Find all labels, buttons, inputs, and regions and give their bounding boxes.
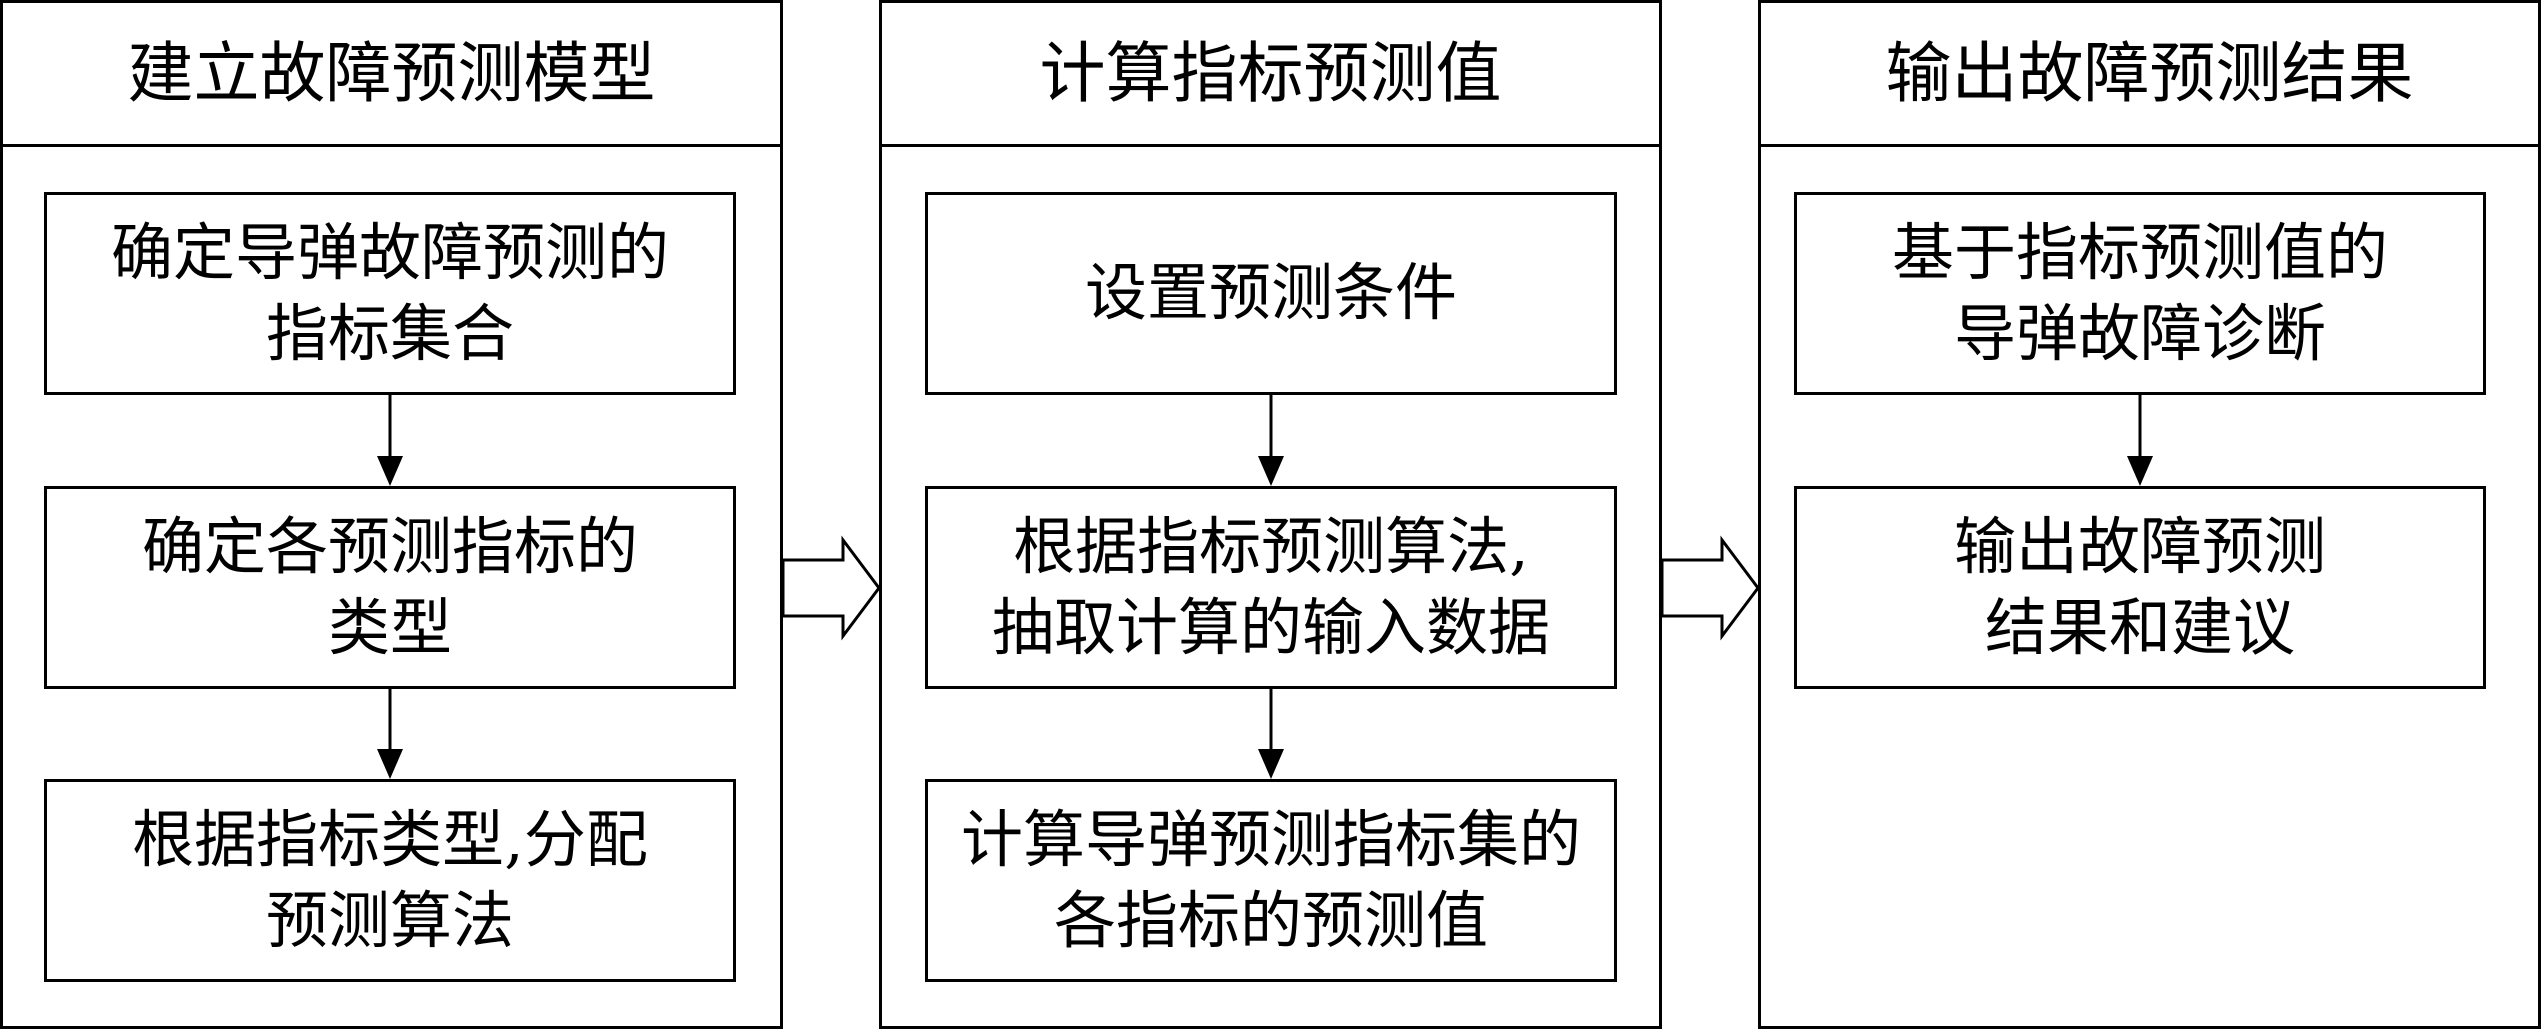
step-box: 计算导弹预测指标集的 各指标的预测值 [925, 779, 1617, 982]
step-text-line: 各指标的预测值 [1053, 883, 1488, 957]
step-box: 输出故障预测 结果和建议 [1794, 486, 2486, 689]
step-text-line: 确定导弹故障预测的 [110, 215, 669, 289]
step-box: 根据指标预测算法, 抽取计算的输入数据 [925, 486, 1617, 689]
step-text-line: 确定各预测指标的 [141, 509, 638, 583]
step-box: 根据指标类型,分配 预测算法 [44, 779, 736, 982]
step-text-line: 设置预测条件 [1084, 256, 1457, 330]
right-block-arrow [781, 535, 881, 641]
step-box: 确定导弹故障预测的 指标集合 [44, 192, 736, 395]
panel-title: 计算指标预测值 [882, 3, 1659, 147]
step-text-line: 导弹故障诊断 [1953, 296, 2326, 370]
step-box: 设置预测条件 [925, 192, 1617, 395]
step-text-line: 根据指标预测算法, [1013, 509, 1529, 583]
panel-title: 输出故障预测结果 [1761, 3, 2538, 147]
step-text-line: 结果和建议 [1984, 590, 2295, 664]
panel-title: 建立故障预测模型 [3, 3, 780, 147]
step-box: 确定各预测指标的 类型 [44, 486, 736, 689]
step-text-line: 输出故障预测 [1953, 509, 2326, 583]
step-text-line: 抽取计算的输入数据 [991, 590, 1550, 664]
step-box: 基于指标预测值的 导弹故障诊断 [1794, 192, 2486, 395]
right-block-arrow [1660, 535, 1760, 641]
step-text-line: 根据指标类型,分配 [132, 802, 648, 876]
step-text-line: 预测算法 [265, 883, 514, 957]
step-text-line: 指标集合 [265, 296, 514, 370]
step-text-line: 基于指标预测值的 [1891, 215, 2388, 289]
step-text-line: 计算导弹预测指标集的 [960, 802, 1581, 876]
step-text-line: 类型 [327, 590, 452, 664]
